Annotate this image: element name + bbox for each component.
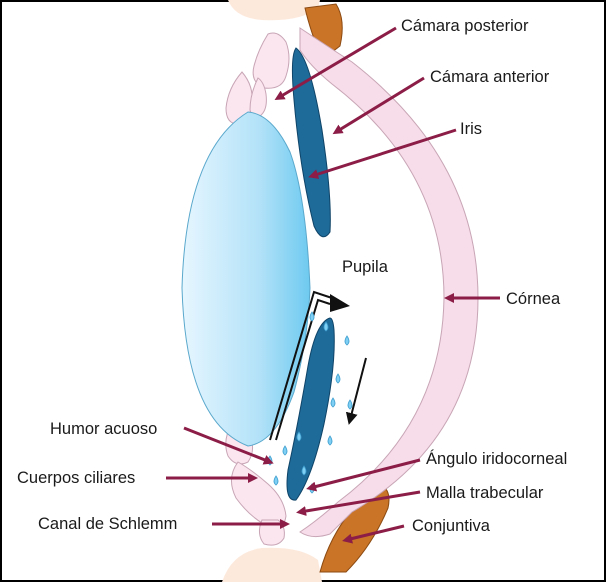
label-cornea: Córnea	[506, 290, 561, 308]
label-camara-anterior: Cámara anterior	[430, 68, 550, 86]
label-conjuntiva: Conjuntiva	[412, 517, 491, 535]
label-iris: Iris	[460, 120, 482, 138]
label-camara-posterior: Cámara posterior	[401, 17, 529, 35]
label-angulo-iridocorneal: Ángulo iridocorneal	[426, 449, 567, 468]
label-malla-trabecular: Malla trabecular	[426, 484, 544, 502]
label-cuerpos-ciliares: Cuerpos ciliares	[17, 469, 135, 487]
label-canal-schlemm: Canal de Schlemm	[38, 515, 177, 533]
label-humor-acuoso: Humor acuoso	[50, 420, 157, 438]
label-pupila: Pupila	[342, 258, 389, 276]
